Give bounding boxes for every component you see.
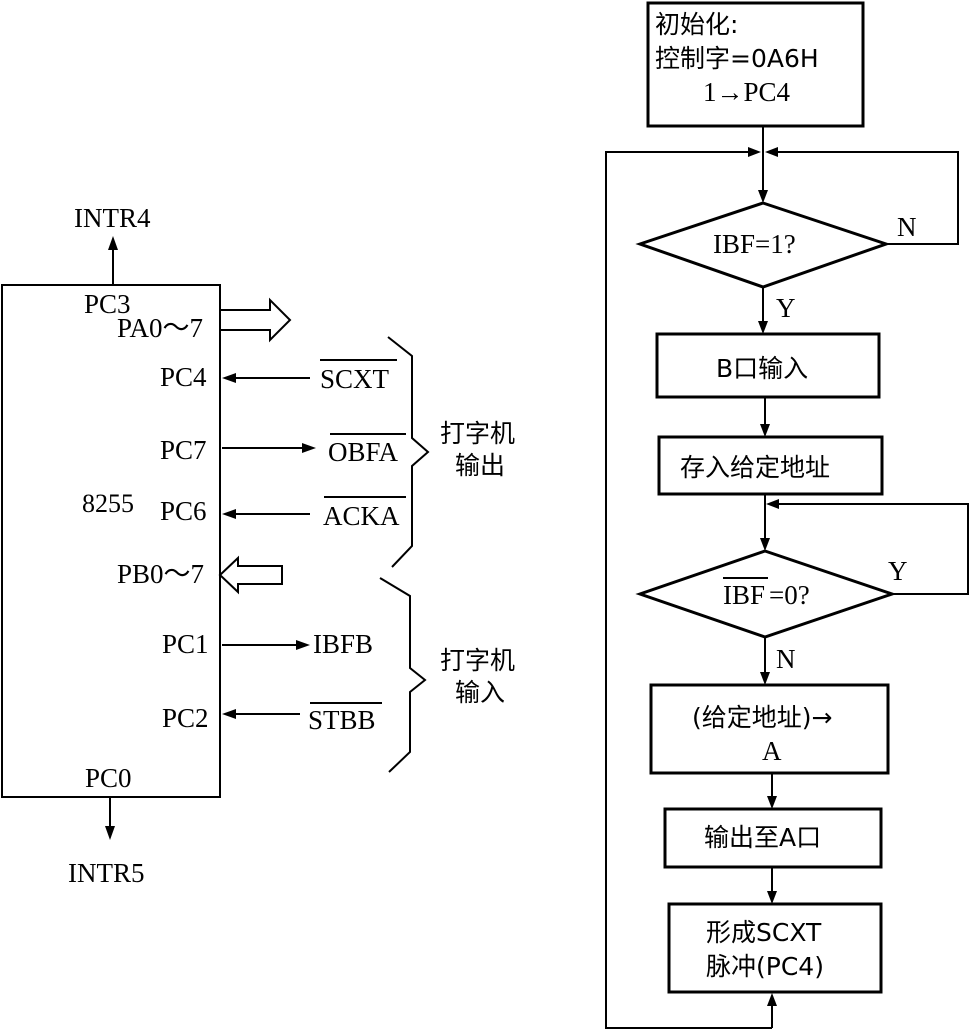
intr5-output: INTR5 (68, 797, 145, 888)
decision2-no-label: N (776, 644, 796, 674)
signal-obfa: OBFA (222, 433, 406, 467)
output-label: 输出至A口 (704, 823, 821, 852)
group-output-line1: 打字机 (440, 419, 515, 448)
binput-label: B口输入 (716, 354, 808, 383)
flow-d1-no-loop (775, 151, 959, 245)
init-rect (646, 1, 865, 128)
signal-scxt: SCXT (222, 359, 397, 394)
flow-step-output: 输出至A口 (663, 807, 883, 869)
flow-d2-yes-arrowhead (766, 499, 779, 509)
pulse-line2: 脉冲(PC4) (706, 952, 824, 981)
flow-arrow-to-d1 (758, 190, 768, 203)
move-line1: (给定地址)→ (692, 703, 832, 732)
decision2-diamond (635, 549, 897, 639)
pin-pc3: PC3 (84, 289, 131, 319)
signal-ibfb: IBFB (222, 629, 373, 659)
flow-outer-loop (605, 151, 772, 1029)
ibfb-label: IBFB (313, 629, 373, 659)
acka-label: ACKA (323, 501, 400, 531)
flow-outer-loop-arrowhead (748, 147, 761, 157)
signal-stbb: STBB (222, 702, 382, 735)
signal-acka: ACKA (222, 496, 406, 531)
move-rect (649, 683, 890, 775)
obfa-label: OBFA (328, 437, 399, 467)
init-line1: 初始化: (655, 10, 738, 39)
store-rect (657, 435, 884, 496)
decision1-no-label: N (897, 212, 917, 242)
pin-pa: PA0～7 (117, 313, 203, 343)
pulse-line1: 形成SCXT (706, 918, 822, 947)
decision1-label: IBF=1? (713, 229, 796, 259)
scxt-label: SCXT (320, 364, 390, 394)
flow-arrow-to-binput (758, 321, 768, 334)
pin-pc2: PC2 (162, 703, 209, 733)
pulse-rect (667, 902, 883, 994)
acka-arrowhead (222, 509, 236, 519)
brace-input (379, 577, 427, 773)
stbb-arrowhead (222, 709, 236, 719)
flow-arrow-to-d2 (760, 538, 770, 551)
flow-step-store: 存入给定地址 (657, 435, 884, 496)
intr4-output: INTR4 (74, 203, 151, 285)
group-input-line1: 打字机 (440, 646, 515, 675)
intr5-label: INTR5 (68, 858, 145, 888)
decision2-yes-label: Y (888, 556, 908, 586)
flow-decision-ibf1: IBF=1? (635, 201, 891, 289)
flow-step-move: (给定地址)→ A (649, 683, 890, 775)
flow-arrow-into-pulse (767, 993, 777, 1006)
flow-arrow-to-pulse (767, 891, 777, 904)
intr5-arrowhead (105, 826, 115, 840)
store-label: 存入给定地址 (680, 453, 830, 482)
init-line2: 控制字=0A6H (655, 44, 819, 73)
flow-step-b-input: B口输入 (655, 332, 881, 399)
flow-decision-ibf0: IBF =0? (635, 549, 897, 639)
flow-d2-yes-loop (776, 503, 969, 595)
pb-bus-arrow (218, 555, 283, 595)
decision2-ibf: IBF (723, 580, 765, 610)
scxt-arrowhead (222, 373, 236, 383)
decision2-rest: =0? (769, 580, 810, 610)
flow-arrow-to-store (760, 424, 770, 437)
decision1-yes-label: Y (776, 293, 796, 323)
pin-pb: PB0～7 (117, 559, 204, 589)
flow-arrow-to-move (760, 672, 770, 685)
intr4-arrowhead (108, 236, 118, 250)
chip-name: 8255 (82, 489, 134, 518)
binput-rect (655, 332, 881, 399)
pin-pc1: PC1 (162, 629, 209, 659)
pa-bus-arrow (219, 297, 292, 343)
ibfb-arrowhead (296, 640, 310, 650)
pin-pc4: PC4 (160, 362, 207, 392)
pin-pc6: PC6 (160, 496, 207, 526)
flow-step-pulse: 形成SCXT 脉冲(PC4) (667, 902, 883, 994)
group-input-line2: 输入 (455, 678, 505, 707)
pin-pc7: PC7 (160, 435, 207, 465)
pin-pc0: PC0 (85, 763, 132, 793)
group-output-line2: 输出 (455, 451, 505, 480)
stbb-label: STBB (308, 705, 376, 735)
flow-init-box: 初始化: 控制字=0A6H 1→PC4 (646, 1, 865, 128)
brace-output (387, 336, 430, 568)
move-line2: A (762, 736, 782, 766)
flow-arrow-to-output (767, 796, 777, 809)
init-line3: 1→PC4 (703, 77, 791, 107)
flow-d1-no-arrowhead (765, 147, 778, 157)
obfa-arrowhead (302, 443, 316, 453)
intr4-label: INTR4 (74, 203, 151, 233)
